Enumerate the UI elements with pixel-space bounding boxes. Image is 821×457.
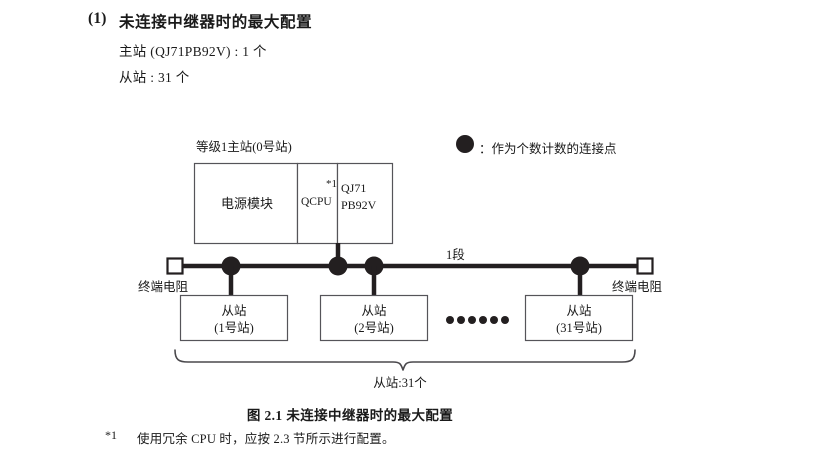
terminator-left-label: 终端电阻: [138, 280, 189, 294]
slave-label-31-line2: (31号站): [556, 321, 602, 335]
connection-node-slave2: [364, 256, 384, 276]
slave-label-31-line1: 从站: [566, 304, 592, 318]
page-title: 未连接中继器时的最大配置: [119, 14, 313, 31]
slave-label-1-line2: (1号站): [214, 321, 254, 335]
legend-label: ：作为个数计数的连接点: [479, 142, 617, 156]
heading-bullet-slave: 从站 : 31 个: [119, 70, 190, 85]
slave-label-2-line2: (2号站): [354, 321, 394, 335]
master-station-title: 等级1主站(0号站): [196, 140, 292, 154]
module-label-qj71-line2: PB92V: [341, 198, 377, 212]
slave-count-brace: [174, 349, 636, 371]
bus-segment-label: 1段: [446, 248, 465, 262]
slave-label-2-line1: 从站: [361, 304, 387, 318]
section-number: (1): [88, 10, 107, 27]
terminator-left-square: [166, 257, 184, 275]
terminator-right-square: [636, 257, 654, 275]
slave-label-2: 从站 (2号站): [320, 303, 428, 337]
slave-label-31: 从站 (31号站): [525, 303, 633, 337]
bus-connection-nodes: [221, 256, 590, 276]
heading-bullet-master: 主站 (QJ71PB92V) : 1 个: [119, 44, 267, 59]
connection-node-master: [328, 256, 348, 276]
slave-drop-lines: [228, 266, 583, 296]
footnote-text: 使用冗余 CPU 时，应按 2.3 节所示进行配置。: [137, 432, 395, 446]
module-label-qj71-line1: QJ71: [341, 181, 367, 195]
module-footnote-mark-qcpu: *1: [326, 178, 337, 190]
slave-label-1-line1: 从站: [221, 304, 247, 318]
slave-label-1: 从站 (1号站): [180, 303, 288, 337]
connection-node-slave1: [221, 256, 241, 276]
figure-caption: 图 2.1 未连接中继器时的最大配置: [246, 408, 454, 423]
ellipsis-dots: [446, 316, 509, 324]
slave-count-label: 从站:31个: [373, 376, 427, 390]
terminator-right-label: 终端电阻: [612, 280, 663, 294]
connection-node-slave31: [570, 256, 590, 276]
footnote-mark: *1: [105, 428, 117, 442]
module-label-power-supply: 电源模块: [220, 196, 273, 211]
legend-dot-icon: [456, 135, 474, 153]
module-label-qcpu: QCPU: [301, 196, 332, 208]
